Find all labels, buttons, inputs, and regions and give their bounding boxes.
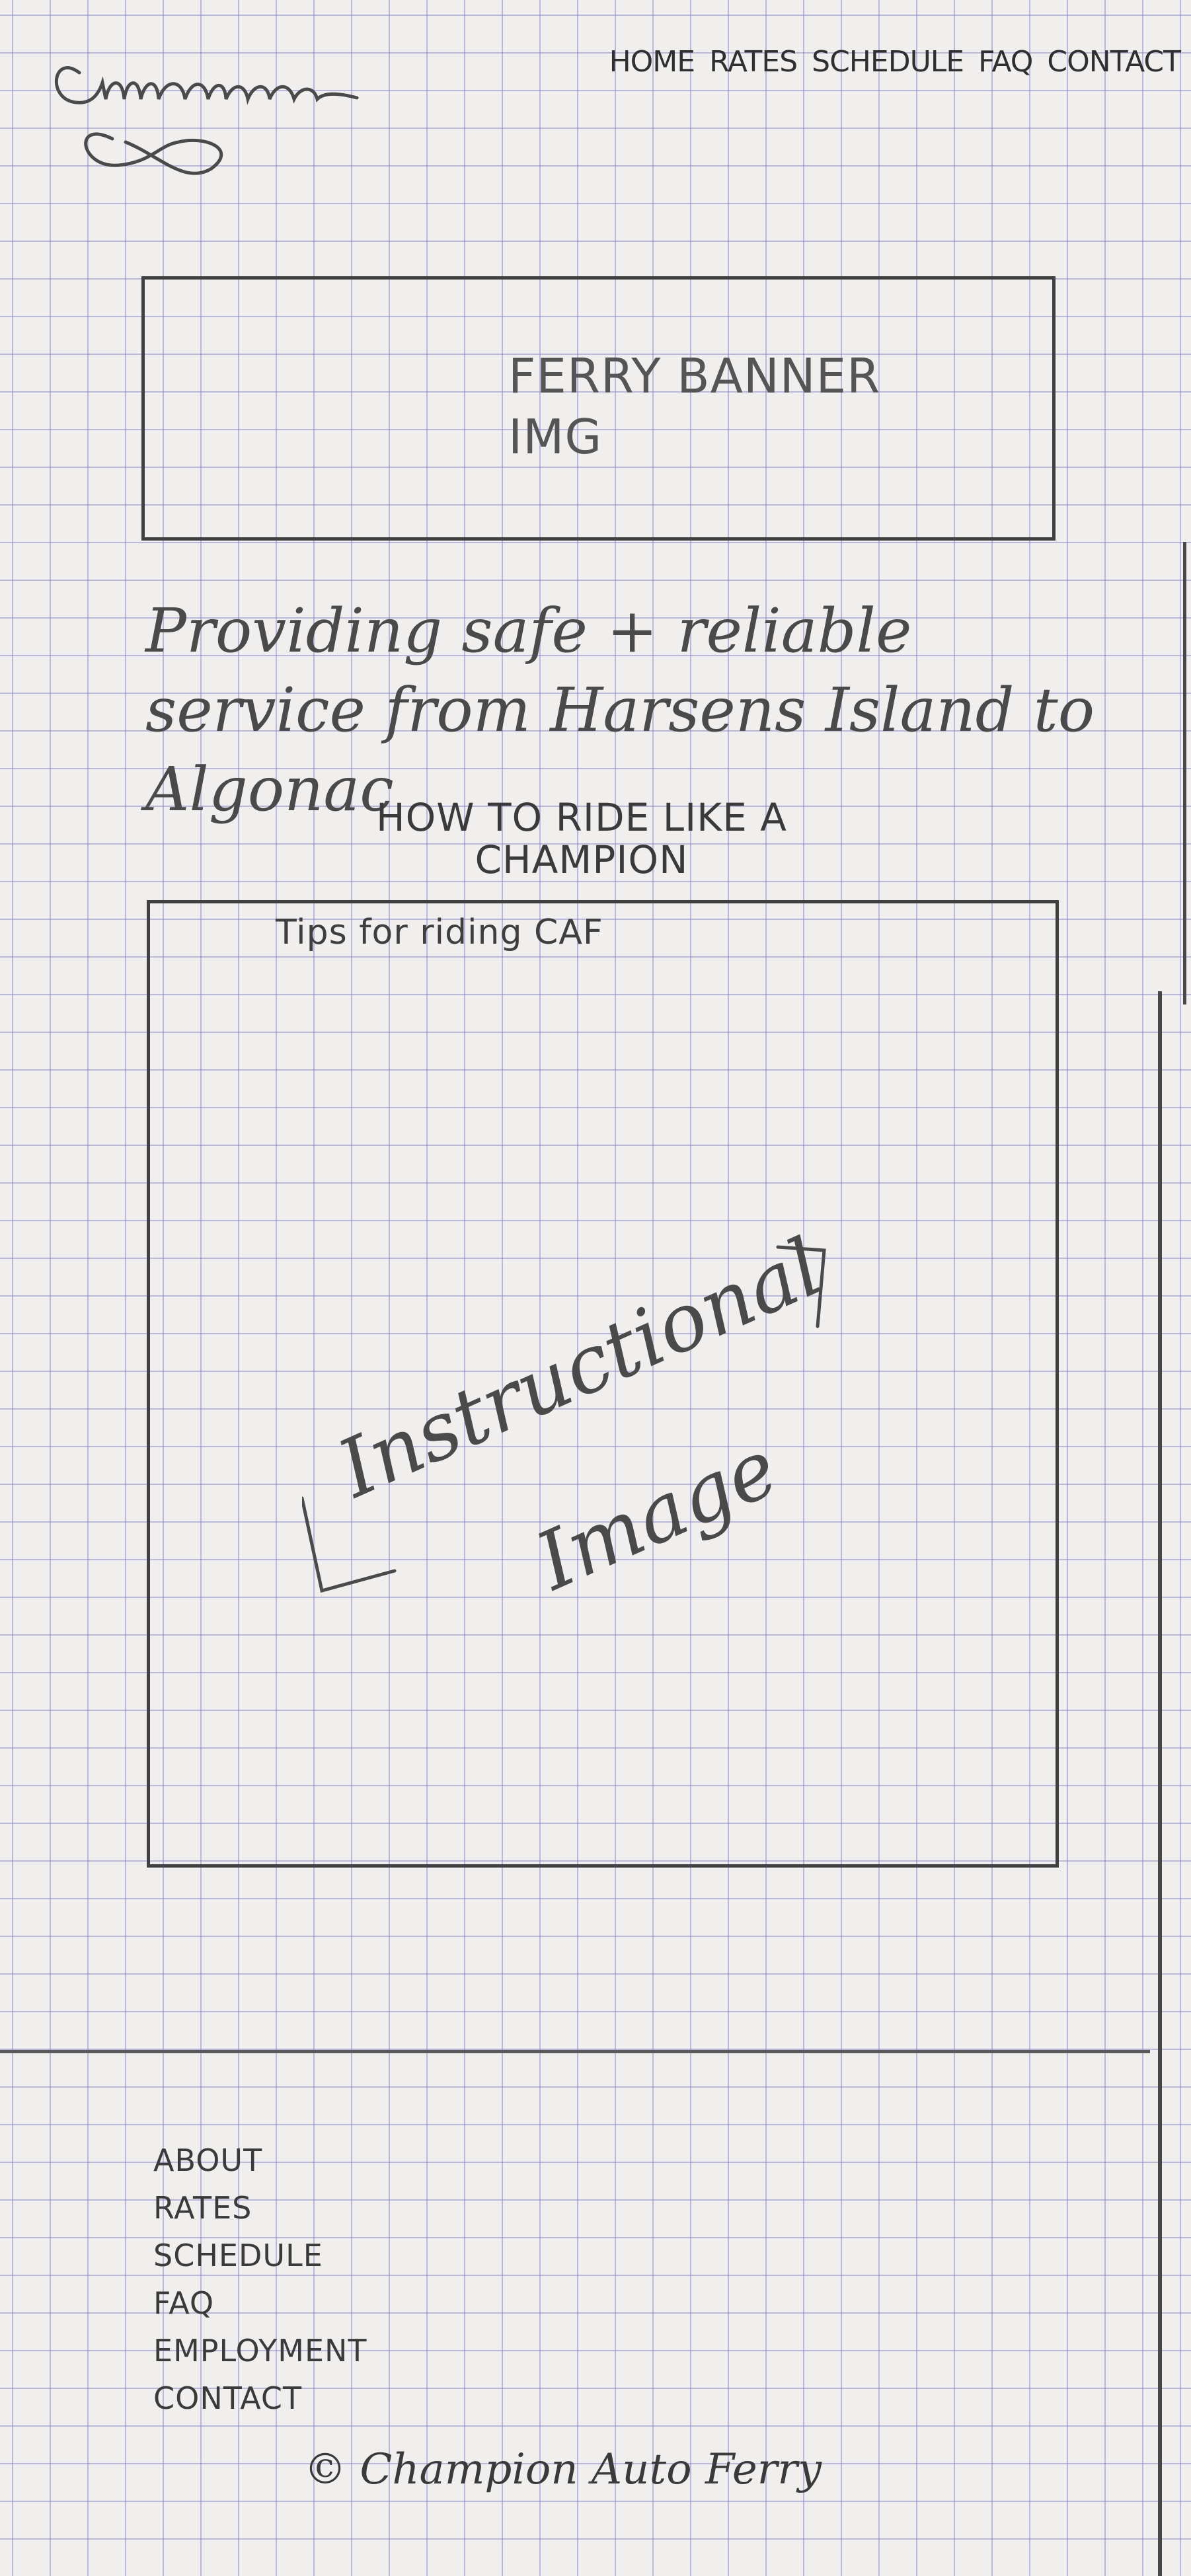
footer-nav: ABOUT RATES SCHEDULE FAQ EMPLOYMENT CONT… <box>153 2141 367 2417</box>
section-title-line1: HOW TO RIDE LIKE A <box>376 795 787 840</box>
footer-rates-link[interactable]: RATES <box>153 2190 252 2226</box>
banner-label-line2: IMG <box>508 409 603 465</box>
image-placeholder-icon: Instructional Image <box>300 1221 835 1609</box>
page-edge-rule <box>1158 991 1162 2576</box>
footer-about-link[interactable]: ABOUT <box>153 2142 263 2178</box>
logo-icon <box>54 66 359 175</box>
copyright: © Champion Auto Ferry <box>304 2445 822 2494</box>
image-label-line2: Image <box>522 1422 790 1609</box>
tips-subtitle: Tips for riding CAF <box>276 913 603 952</box>
section-title-line2: CHAMPION <box>475 837 689 882</box>
instructional-image-placeholder: Instructional Image <box>300 1221 897 1736</box>
footer-contact-link[interactable]: CONTACT <box>153 2380 303 2416</box>
main-nav: HOME RATES SCHEDULE FAQ CONTACT <box>609 45 1181 79</box>
logo[interactable] <box>46 26 416 185</box>
nav-rates-link[interactable]: RATES <box>709 45 798 79</box>
instructional-image-box: Tips for riding CAF Instructional Image <box>147 900 1059 1868</box>
nav-schedule-link[interactable]: SCHEDULE <box>812 45 964 79</box>
section-title: HOW TO RIDE LIKE A CHAMPION <box>330 796 833 881</box>
page-edge-rule-top <box>1183 542 1186 1004</box>
footer-divider <box>0 2050 1150 2053</box>
footer-schedule-link[interactable]: SCHEDULE <box>153 2238 323 2273</box>
footer-faq-link[interactable]: FAQ <box>153 2285 215 2321</box>
nav-contact-link[interactable]: CONTACT <box>1047 45 1181 79</box>
banner-placeholder-label: FERRY BANNER IMG <box>508 346 880 467</box>
tagline: Providing safe + reliable service from H… <box>145 595 1095 825</box>
hero-banner: FERRY BANNER IMG <box>141 276 1056 541</box>
footer-employment-link[interactable]: EMPLOYMENT <box>153 2333 367 2368</box>
nav-home-link[interactable]: HOME <box>609 45 695 79</box>
nav-faq-link[interactable]: FAQ <box>978 45 1033 79</box>
banner-label-line1: FERRY BANNER <box>508 348 881 404</box>
